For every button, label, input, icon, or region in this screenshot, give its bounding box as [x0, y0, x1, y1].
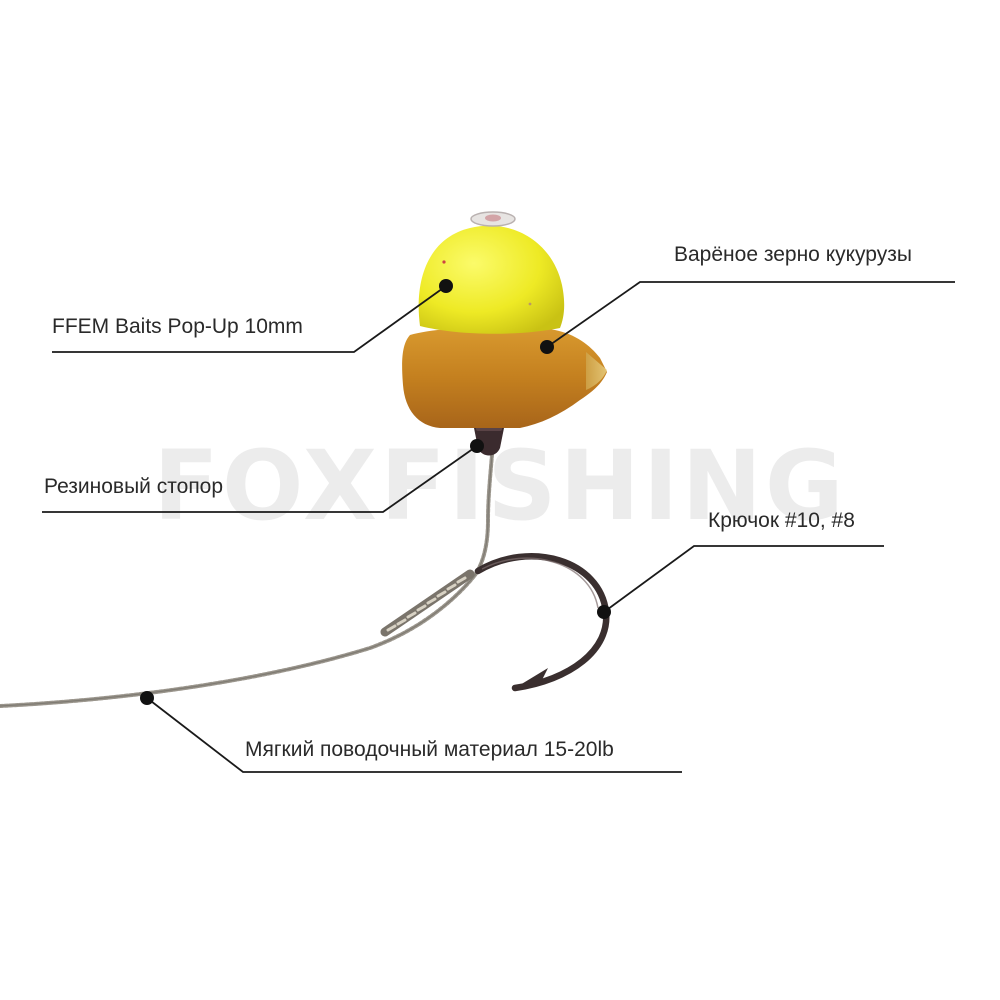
- popup-boilie: [418, 225, 565, 334]
- corn-kernel: [402, 326, 607, 428]
- callout-stopper: [42, 445, 478, 513]
- callout-hook: [603, 545, 884, 613]
- hook: [474, 553, 610, 692]
- watermark-text: FOXFISHING: [153, 430, 847, 542]
- callout-dots: [140, 279, 611, 705]
- label-hook: Крючок #10, #8: [708, 509, 855, 532]
- label-popup: FFEM Baits Pop-Up 10mm: [52, 315, 303, 338]
- callout-lines: [42, 281, 955, 773]
- knot-wraps: [380, 569, 475, 637]
- callout-popup: [52, 285, 447, 353]
- bait-needle-icon: [470, 211, 516, 227]
- label-stopper: Резиновый стопор: [44, 475, 224, 498]
- label-corn: Варёное зерно кукурузы: [674, 243, 912, 266]
- callout-line: [146, 697, 682, 773]
- callout-corn: [546, 281, 955, 348]
- label-line: Мягкий поводочный материал 15-20lb: [245, 738, 614, 761]
